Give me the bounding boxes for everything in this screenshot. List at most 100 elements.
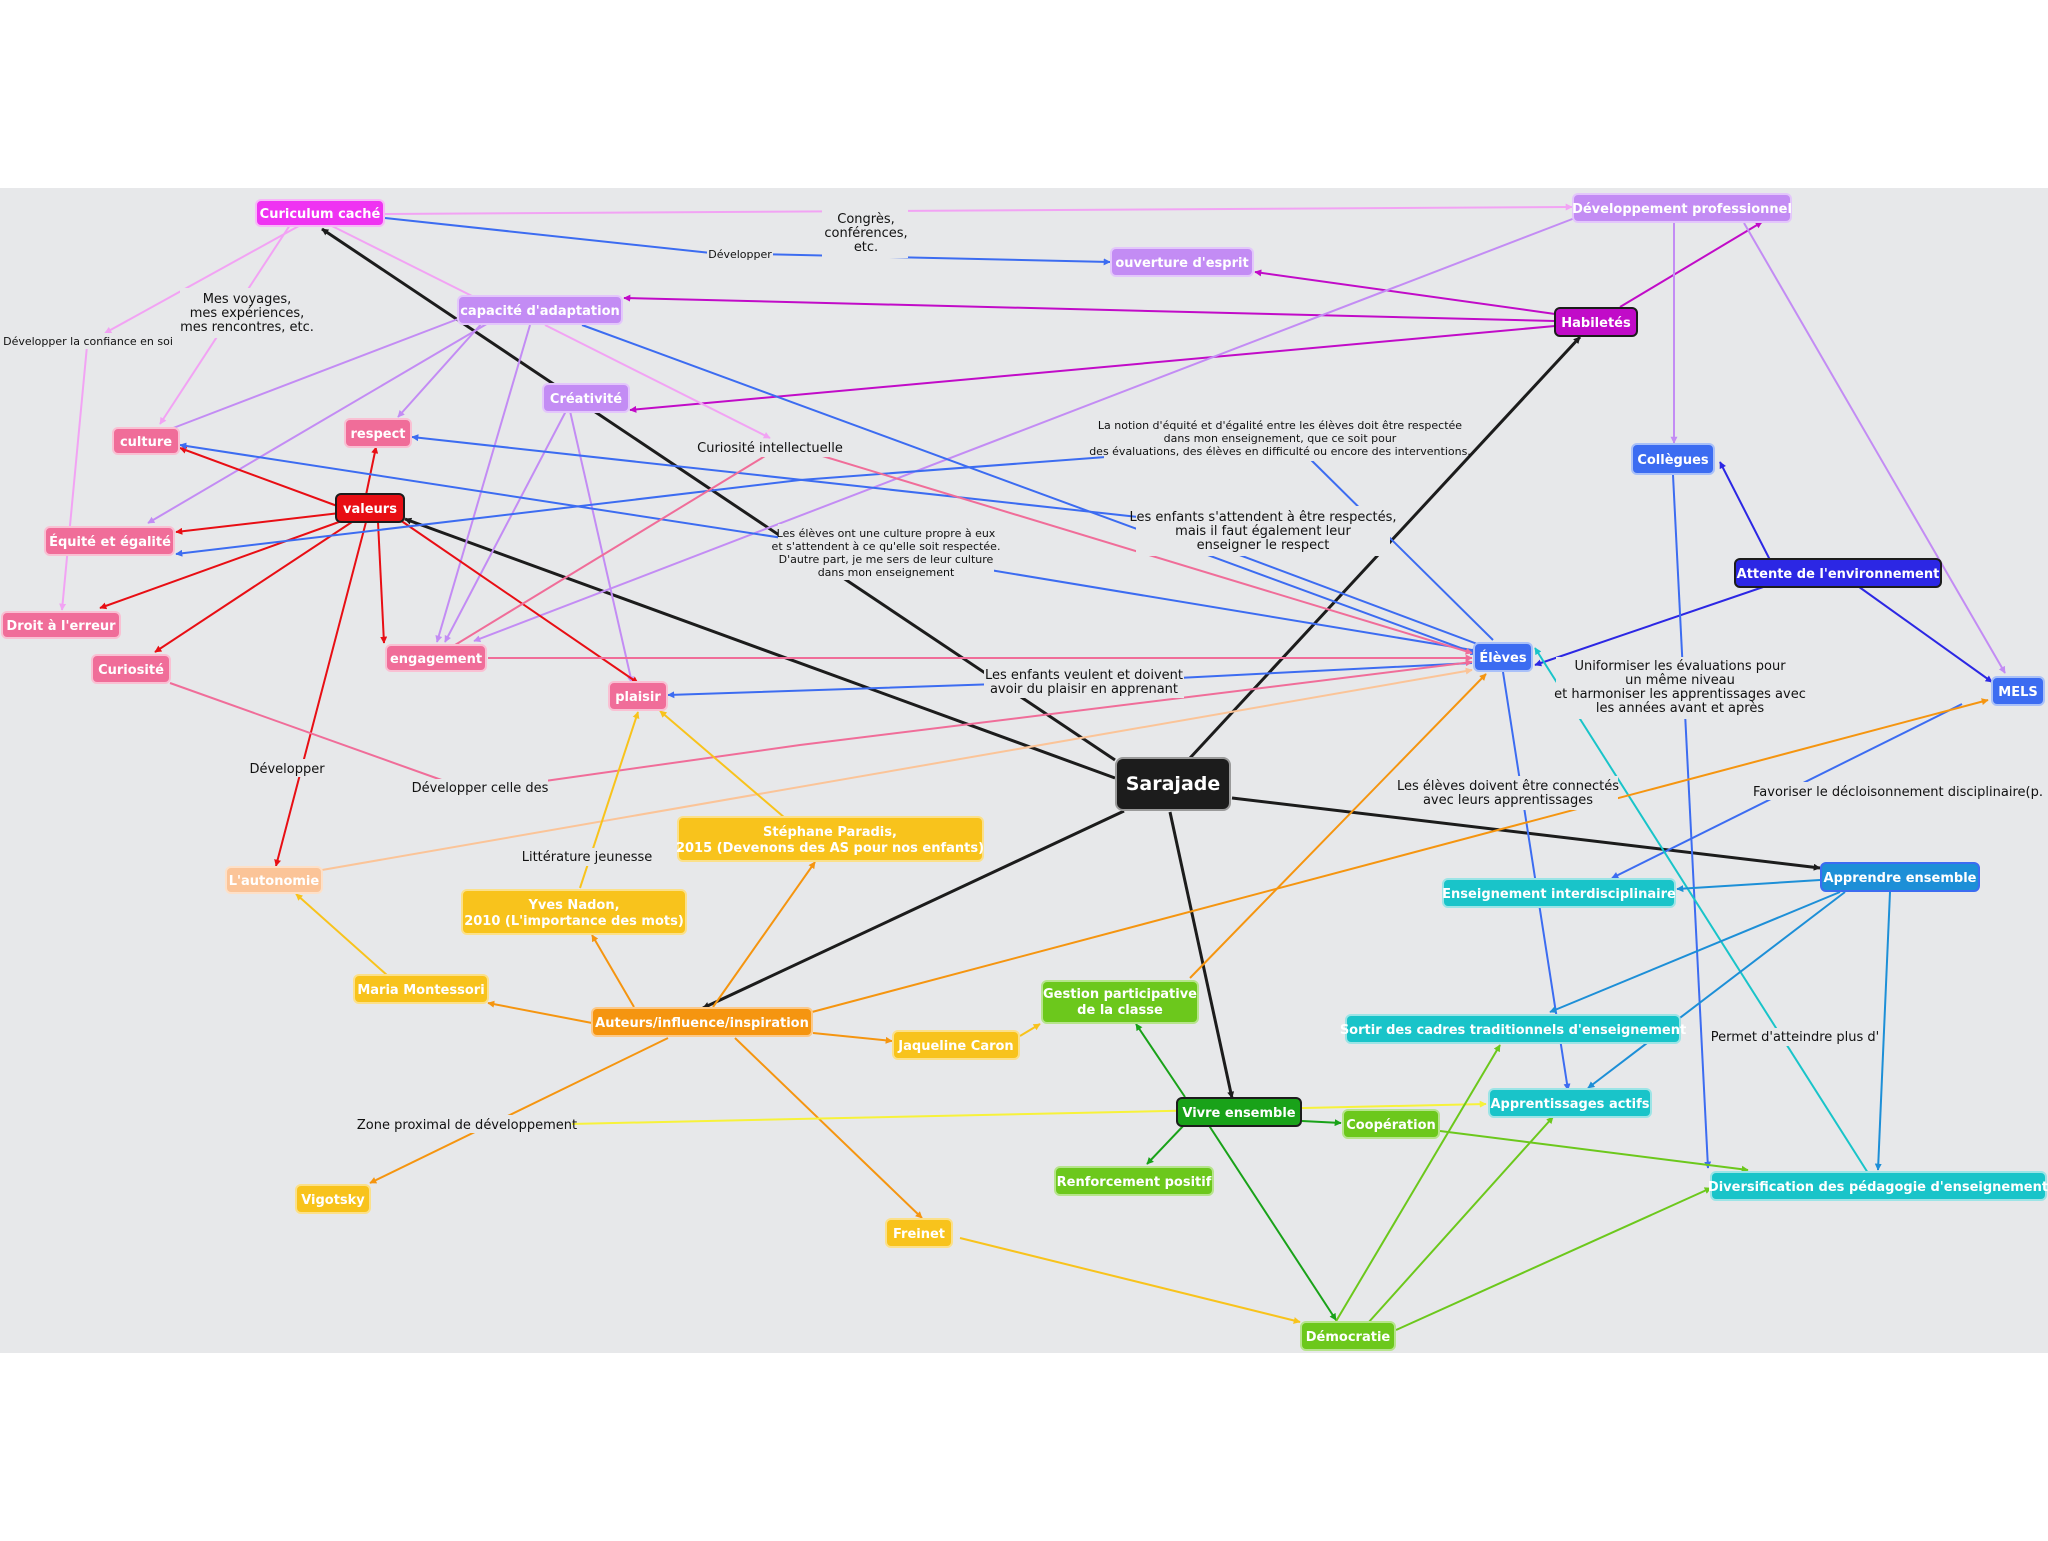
node-curiculum-cache[interactable]: Curiculum caché (255, 199, 385, 227)
label-connectes-2: avec leurs apprentissages (1423, 793, 1593, 808)
node-mels[interactable]: MELS (1991, 676, 2045, 706)
node-sarajade-label: Sarajade (1126, 773, 1221, 795)
edge-collegues-diversification (1672, 474, 1712, 1169)
edge-center-auteurs (702, 809, 1125, 1010)
node-eleves[interactable]: Élèves (1473, 642, 1533, 672)
edge-eleves-notion (1299, 448, 1494, 641)
node-enseignement-interdisciplinaire[interactable]: Enseignement interdisciplinaire (1442, 878, 1676, 908)
edge-vivre-cooperation (1301, 1119, 1342, 1127)
edge-freinet-democratie (959, 1237, 1301, 1324)
node-ouverture-esprit-label: ouverture d'esprit (1115, 256, 1248, 271)
node-ouverture-esprit[interactable]: ouverture d'esprit (1110, 247, 1254, 277)
node-stephane-paradis[interactable]: Stéphane Paradis,2015 (Devenons des AS p… (676, 816, 984, 862)
node-valeurs[interactable]: valeurs (335, 493, 405, 523)
node-creativite[interactable]: Créativité (542, 383, 630, 413)
node-sortir-cadres[interactable]: Sortir des cadres traditionnels d'enseig… (1340, 1014, 1686, 1044)
node-valeurs-label: valeurs (343, 502, 397, 517)
edge-center-valeurs (404, 517, 1116, 780)
label-respectes: Les enfants s'attendent à être respectés… (1129, 510, 1396, 553)
node-creativite-label: Créativité (550, 392, 622, 407)
node-engagement[interactable]: engagement (385, 644, 487, 672)
node-apprendre-ensemble[interactable]: Apprendre ensemble (1820, 862, 1980, 892)
label-voyages-3: mes rencontres, etc. (180, 320, 314, 335)
node-cooperation-label: Coopération (1346, 1118, 1436, 1133)
label-developper: Développer (249, 762, 325, 777)
node-equite-egalite[interactable]: Équité et égalité (44, 526, 175, 556)
node-attente-environnement[interactable]: Attente de l'environnement (1734, 558, 1942, 588)
node-equite-egalite-label: Équité et égalité (49, 534, 171, 550)
edge-auteurs-paradis (712, 861, 816, 1008)
edge-apprendre-diversification (1874, 891, 1891, 1171)
label-uniformiser-3: et harmoniser les apprentissages avec (1554, 687, 1806, 702)
node-vigotsky-label: Vigotsky (301, 1193, 365, 1208)
node-culture[interactable]: culture (112, 427, 180, 455)
node-jaqueline-caron[interactable]: Jaqueline Caron (892, 1030, 1020, 1060)
node-auteurs-influence[interactable]: Auteurs/influence/inspiration (591, 1007, 813, 1037)
label-voyages-2: mes expériences, (190, 306, 305, 321)
label-notion-2: dans mon enseignement, que ce soit pour (1164, 432, 1397, 445)
node-apprentissages-actifs-label: Apprentissages actifs (1490, 1097, 1649, 1112)
node-yves-nadon-label: Yves Nadon,2010 (L'importance des mots) (464, 898, 684, 929)
node-renforcement-positif[interactable]: Renforcement positif (1054, 1166, 1214, 1196)
node-capacite-adaptation[interactable]: capacité d'adaptation (457, 295, 623, 325)
node-vigotsky[interactable]: Vigotsky (295, 1184, 371, 1214)
node-auteurs-influence-label: Auteurs/influence/inspiration (595, 1016, 809, 1031)
node-collegues[interactable]: Collègues (1631, 443, 1715, 475)
node-developpement-professionnel[interactable]: Développement professionnel (1572, 193, 1792, 223)
node-habiletes[interactable]: Habiletés (1554, 307, 1638, 337)
edge-confiance-droit (59, 345, 88, 611)
label-culture-propre-2: et s'attendent à ce qu'elle soit respect… (772, 540, 1001, 553)
node-vivre-ensemble[interactable]: Vivre ensemble (1176, 1097, 1302, 1127)
node-diversification-pedagogie-label: Diversification des pédagogie d'enseigne… (1708, 1180, 2048, 1195)
node-vivre-ensemble-label: Vivre ensemble (1182, 1106, 1295, 1121)
edge-attente-eleves (1534, 583, 1773, 667)
edge-habiletes-creativite (629, 325, 1556, 413)
node-diversification-pedagogie[interactable]: Diversification des pédagogie d'enseigne… (1708, 1171, 2048, 1201)
edge-democratie-actifs (1367, 1116, 1554, 1324)
node-gestion-participative-line-2: de la classe (1077, 1003, 1163, 1018)
label-notion-1: La notion d'équité et d'égalité entre le… (1098, 419, 1462, 432)
label-favoriser: Favoriser le décloisonnement disciplinai… (1753, 785, 2043, 800)
edge-adaptation-eleves (581, 324, 1478, 656)
node-plaisir[interactable]: plaisir (608, 681, 668, 711)
label-zone: Zone proximal de développement (357, 1118, 577, 1133)
node-droit-erreur[interactable]: Droit à l'erreur (1, 611, 121, 639)
node-democratie[interactable]: Démocratie (1300, 1321, 1396, 1351)
edge-valeurs-culture (179, 446, 341, 508)
node-sarajade[interactable]: Sarajade (1115, 757, 1231, 811)
edge-caron-gestion (1019, 1023, 1041, 1037)
edge-auteurs-montessori (487, 1000, 593, 1024)
node-cooperation[interactable]: Coopération (1342, 1109, 1440, 1139)
node-apprentissages-actifs[interactable]: Apprentissages actifs (1488, 1088, 1652, 1118)
node-maria-montessori[interactable]: Maria Montessori (353, 974, 489, 1004)
node-curiosite[interactable]: Curiosité (91, 654, 171, 684)
edge-center-vivre (1168, 811, 1235, 1099)
node-autonomie[interactable]: L'autonomie (225, 866, 323, 894)
edge-auteurs-caron (812, 1032, 893, 1044)
edge-apprendre-actifs (1587, 891, 1846, 1089)
node-respect[interactable]: respect (344, 418, 412, 448)
label-respectes-3: enseigner le respect (1197, 538, 1330, 553)
label-confiance: Développer la confiance en soi (3, 335, 173, 348)
edge-attente-mels (1854, 583, 1993, 683)
label-congres-1: Congrès, (837, 212, 894, 227)
edge-habiletes-ouverture (1254, 269, 1556, 315)
node-democratie-label: Démocratie (1306, 1330, 1391, 1345)
edge-curiculum-adaptation (329, 224, 479, 300)
edge-curiculum-confiance (104, 221, 307, 334)
edge-valeurs-plaisir (399, 519, 639, 684)
edge-adaptation-engagement (435, 324, 531, 643)
node-yves-nadon[interactable]: Yves Nadon,2010 (L'importance des mots) (461, 889, 687, 935)
edge-habiletes-devpro (1619, 221, 1763, 308)
edge-valeurs-equite (175, 512, 341, 535)
node-freinet[interactable]: Freinet (885, 1218, 953, 1248)
label-litterature: Littérature jeunesse (522, 850, 653, 865)
node-apprendre-ensemble-label: Apprendre ensemble (1824, 871, 1977, 886)
edge-valeurs-droit (99, 517, 351, 610)
edge-valeurs-autonomie (274, 521, 367, 867)
node-stephane-paradis-label: Stéphane Paradis,2015 (Devenons des AS p… (676, 825, 984, 856)
node-engagement-label: engagement (390, 652, 482, 667)
